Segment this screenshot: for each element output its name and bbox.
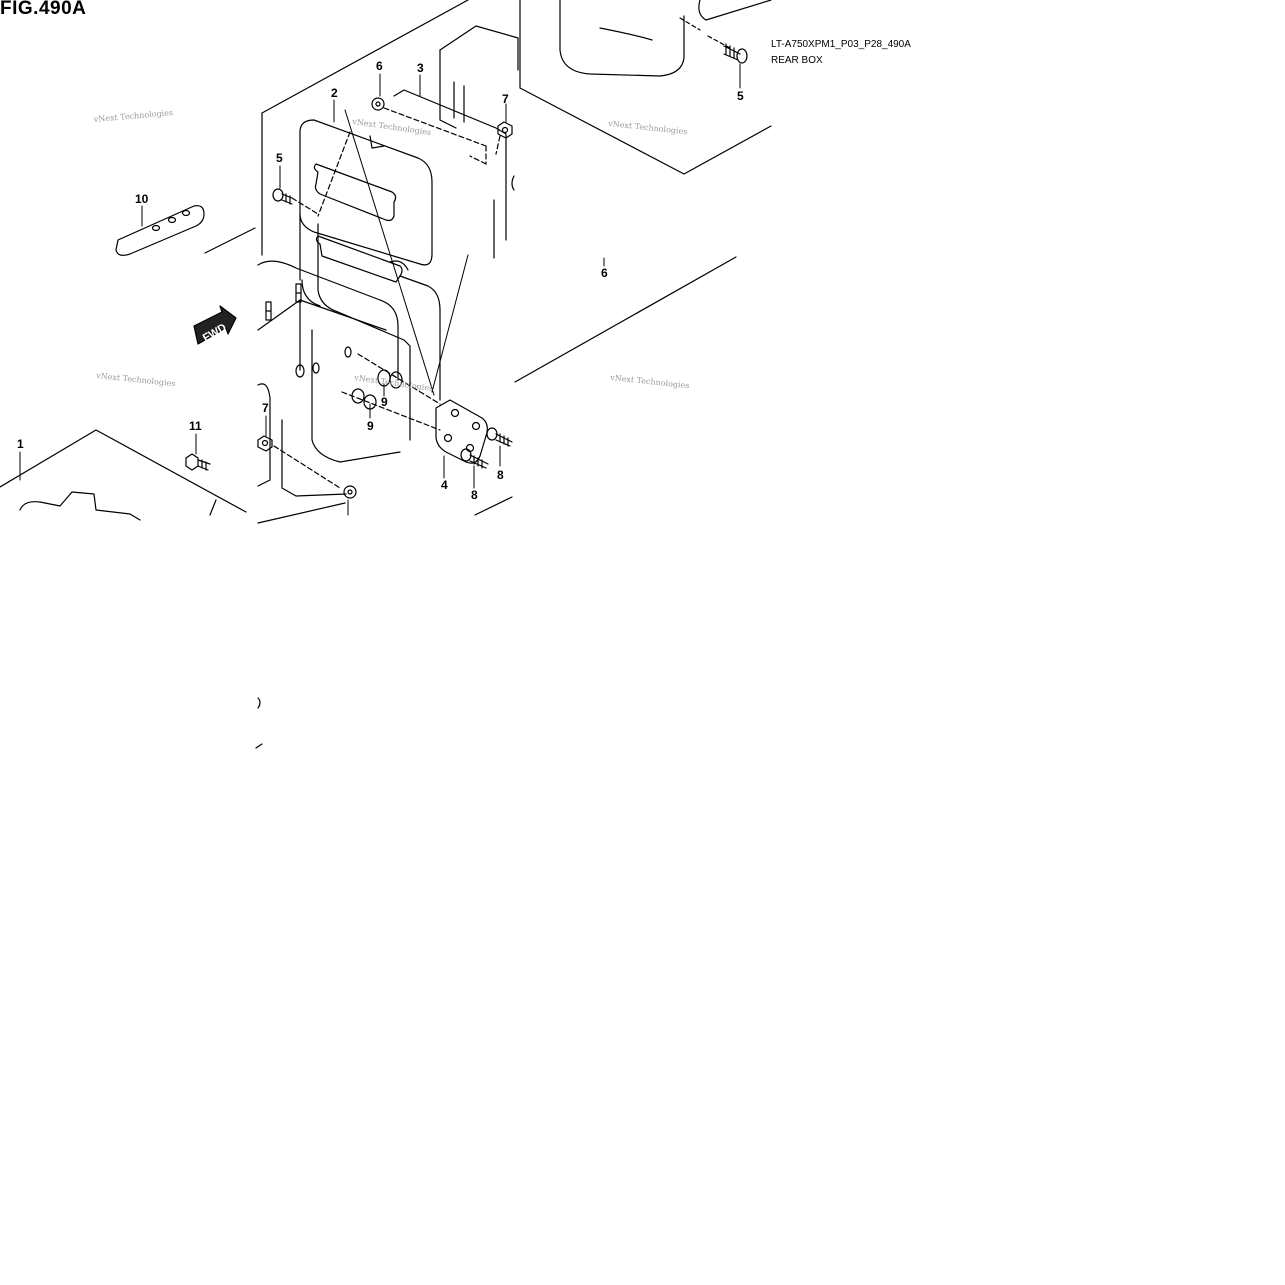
frame-panels — [0, 0, 737, 524]
callout-6-top: 6 — [376, 59, 383, 73]
figure-title: FIG.490A — [0, 0, 87, 19]
bolt-5-right — [723, 43, 748, 64]
storage-box-lower — [19, 491, 217, 521]
callout-10: 10 — [135, 192, 149, 206]
leader-lines — [19, 63, 741, 516]
bolt-11 — [185, 453, 211, 471]
nut-7-upper — [497, 121, 513, 139]
callout-7-left: 7 — [262, 401, 269, 415]
watermark-3: vNext Technologies — [607, 119, 688, 136]
callout-9-upper: 9 — [381, 395, 388, 409]
callout-5-right: 5 — [737, 89, 744, 103]
inset-panel-top-right — [519, 0, 772, 175]
bracket — [435, 399, 488, 464]
assembly-lines — [273, 107, 501, 489]
figure-caption: LT-A750XPM1_P03_P28_490A REAR BOX — [771, 37, 911, 69]
liner-lines — [344, 109, 469, 396]
collar-6 — [371, 97, 385, 111]
callout-4: 4 — [441, 478, 448, 492]
bolt-8-right — [486, 427, 513, 447]
pins — [265, 283, 302, 321]
fwd-arrow — [193, 305, 237, 345]
nut-7-lower — [257, 435, 273, 452]
callout-8-right: 8 — [497, 468, 504, 482]
figure-code: LT-A750XPM1_P03_P28_490A — [771, 39, 911, 50]
watermark-2: vNext Technologies — [351, 117, 432, 137]
callout-1: 1 — [17, 437, 24, 451]
figure-subtitle: REAR BOX — [771, 55, 823, 66]
callout-11: 11 — [189, 419, 202, 433]
watermark-4: vNext Technologies — [95, 371, 176, 388]
rear-bar — [115, 205, 205, 256]
bolt-5-left — [272, 188, 293, 205]
bolt-8-left — [460, 448, 489, 469]
watermark-6: vNext Technologies — [609, 373, 690, 390]
callout-2: 2 — [331, 86, 338, 100]
collar-6-lower — [343, 485, 357, 499]
callouts: 1 2 3 4 5 5 6 6 7 7 8 8 9 9 10 11 — [17, 59, 744, 502]
watermark-1: vNext Technologies — [92, 108, 173, 124]
callout-9-lower: 9 — [367, 419, 374, 433]
fasteners — [185, 43, 748, 499]
watermarks: vNext Technologies vNext Technologies vN… — [92, 108, 689, 393]
callout-7-top: 7 — [502, 92, 509, 106]
callout-6-mid: 6 — [601, 266, 608, 280]
callout-8-left: 8 — [471, 488, 478, 502]
rear-box-liner — [299, 119, 441, 441]
callout-3: 3 — [417, 61, 424, 75]
callout-5-left: 5 — [276, 151, 283, 165]
collar-9-lower — [351, 388, 377, 410]
